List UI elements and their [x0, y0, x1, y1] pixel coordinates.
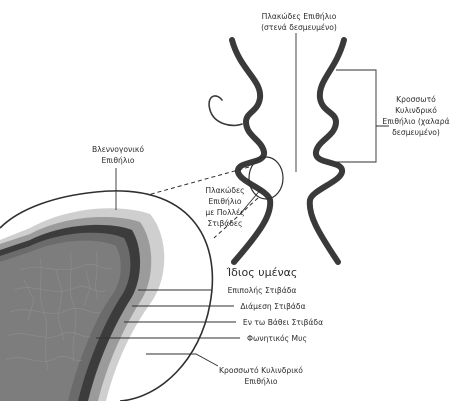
label-stratified-1: Πλακώδες: [205, 186, 244, 195]
larynx-coronal-outline: [209, 40, 344, 262]
label-ciliated-right-3: Επιθήλιο (χαλαρά: [382, 117, 449, 126]
ciliated-right-bracket: [336, 70, 389, 162]
label-stratified-4: Στιβάδες: [208, 219, 243, 228]
label-deep-layer: Εν τω Βάθει Στιβάδα: [243, 318, 323, 327]
label-mucosal-2: Επιθήλιο: [101, 156, 134, 165]
label-stratified-3: με Πολλές: [205, 208, 244, 217]
label-lamina-propria: Ίδιος υμένας: [226, 266, 298, 279]
label-ciliated-bottom-1: Κροσσωτό Κυλινδρικό: [219, 366, 303, 375]
label-superficial-layer: Επιπολής Στιβάδα: [228, 286, 297, 295]
label-mucosal-1: Βλεννογονικό: [92, 145, 144, 154]
label-ciliated-bottom-2: Επιθήλιο: [244, 377, 277, 386]
label-stratified-2: Επιθήλιο: [208, 197, 241, 206]
label-squamous-top-2: (στενά δεσμευμένο): [261, 23, 337, 32]
label-ciliated-right-1: Κροσσωτό: [396, 95, 436, 104]
label-ciliated-right-2: Κυλινδρικό: [395, 106, 437, 115]
label-intermediate-layer: Διάμεση Στιβάδα: [240, 302, 305, 311]
label-squamous-top-1: Πλακώδες Επιθήλιο: [262, 12, 337, 21]
magnified-tissue-section: [0, 180, 230, 401]
label-ciliated-right-4: δεσμευμένο): [392, 128, 440, 137]
label-vocal-muscle: Φωνητικός Μυς: [247, 334, 307, 343]
